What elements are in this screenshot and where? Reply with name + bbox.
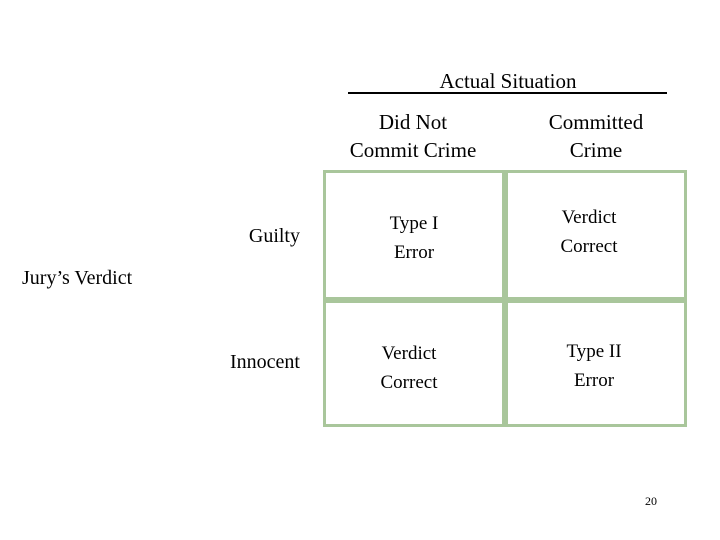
row-header-guilty: Guilty [248,225,300,247]
column-header-committed-crime: Committed Crime [548,110,644,162]
matrix-cell-label: Verdict Correct [560,207,618,257]
matrix-cell-innocent-committed: Type II Error [505,300,687,427]
column-axis-title: Actual Situation [439,69,577,93]
column-header-did-not-commit-crime: Did Not Commit Crime [349,110,477,162]
row-header-innocent: Innocent [230,351,300,373]
row-axis-title: Jury’s Verdict [22,267,133,289]
column-axis-underline [348,92,667,94]
page-number: 20 [645,494,657,508]
matrix-cell-innocent-did-not-commit: Verdict Correct [323,300,505,427]
matrix-cell-guilty-committed: Verdict Correct [505,170,687,300]
confusion-matrix-grid: Type I Error Verdict Correct Verdict Cor… [323,170,687,427]
matrix-cell-label: Type I Error [389,213,439,263]
matrix-cell-label: Verdict Correct [380,343,438,393]
matrix-cell-guilty-did-not-commit: Type I Error [323,170,505,300]
matrix-cell-label: Type II Error [566,341,622,391]
